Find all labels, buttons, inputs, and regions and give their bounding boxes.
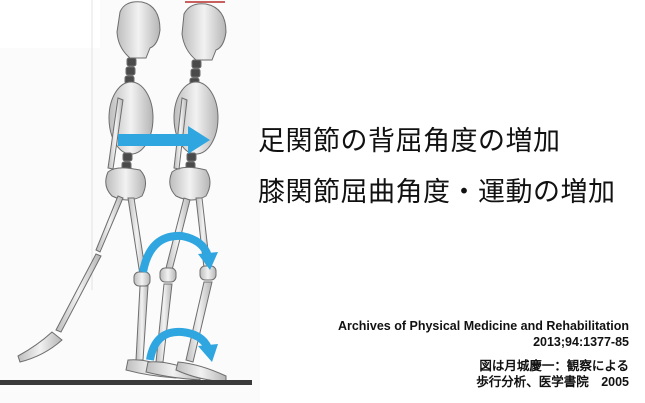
reference-figure-source: 図は月城慶一：観察による 歩行分析、医学書院 2005 — [476, 358, 629, 390]
reference-journal-citation: 2013;94:1377-85 — [338, 334, 629, 350]
spine — [125, 58, 136, 84]
pelvis — [106, 168, 146, 200]
reference-figure-publisher: 歩行分析、医学書院 2005 — [476, 374, 629, 390]
headline-ankle-dorsiflexion: 足関節の背屈角度の増加 — [258, 119, 561, 158]
floor-line — [0, 380, 252, 385]
pelvis — [170, 167, 210, 200]
reference-journal: Archives of Physical Medicine and Rehabi… — [338, 318, 629, 350]
headline-knee-flexion: 膝関節屈曲角度・運動の増加 — [258, 170, 616, 209]
reference-figure-author: 図は月城慶一：観察による — [476, 358, 629, 374]
reference-journal-name: Archives of Physical Medicine and Rehabi… — [338, 318, 629, 334]
gait-skeleton-illustration — [0, 0, 260, 403]
